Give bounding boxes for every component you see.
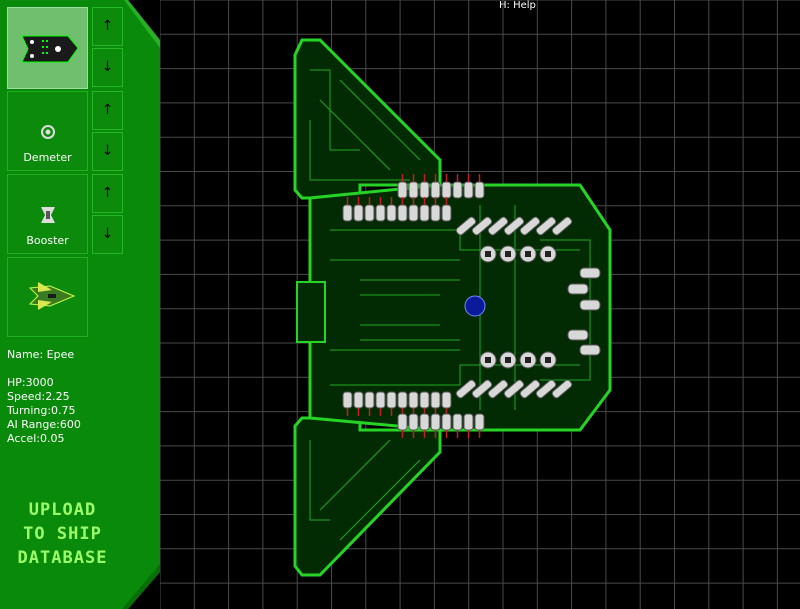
turret-icon (397, 204, 408, 222)
turret-icon (471, 216, 493, 236)
upload-line-3: DATABASE (17, 548, 108, 568)
part-slot-hull[interactable] (7, 7, 88, 89)
turret-icon (471, 379, 493, 399)
turret-icon (397, 413, 408, 431)
stat-turning: Turning:0.75 (7, 404, 76, 417)
turret-icon (519, 216, 541, 236)
turret-icon (408, 413, 419, 431)
stat-ai-range: AI Range:600 (7, 418, 81, 431)
upload-to-ship-database-button[interactable]: UPLOAD TO SHIP DATABASE (10, 498, 115, 570)
stat-accel: Accel:0.05 (7, 432, 65, 445)
turret-icon (408, 181, 419, 199)
turret-icon (487, 379, 509, 399)
turret-icon (441, 413, 452, 431)
cannon-icon (579, 267, 601, 279)
stat-hp: HP:3000 (7, 376, 54, 389)
stat-speed: Speed:2.25 (7, 390, 70, 403)
slot-2-up-button[interactable]: ↑ (92, 91, 123, 130)
turret-icon (342, 204, 353, 222)
part-slot-booster[interactable]: Booster (7, 174, 88, 254)
turret-icon (455, 216, 477, 236)
turret-icon (551, 379, 573, 399)
turret-icon (474, 181, 485, 199)
turret-icon (519, 379, 541, 399)
ship-hull-icon (21, 35, 79, 63)
turret-icon (441, 204, 452, 222)
help-hint: H: Help (499, 0, 536, 11)
turret-icon (430, 204, 441, 222)
turret-icon (419, 391, 430, 409)
turret-icon (375, 204, 386, 222)
turret-icon (430, 413, 441, 431)
slot-label: Booster (26, 234, 69, 247)
editor-sidebar: ↑ ↓ Demeter ↑ ↓ Booster ↑ ↓ Name: Epee H… (0, 0, 160, 609)
fighter-ship-icon (28, 282, 76, 310)
turret-icon (397, 391, 408, 409)
turret-icon (455, 379, 477, 399)
turret-icon (386, 391, 397, 409)
turret-icon (397, 181, 408, 199)
turret-icon (452, 413, 463, 431)
turret-icon (364, 204, 375, 222)
turret-icon (551, 216, 573, 236)
ship-editor-canvas[interactable] (160, 0, 800, 609)
turret-icon (430, 391, 441, 409)
upload-line-1: UPLOAD (28, 500, 97, 520)
cannon-icon (579, 344, 601, 356)
weapon-turrets (342, 174, 601, 438)
turret-icon (487, 216, 509, 236)
slot-3-up-button[interactable]: ↑ (92, 174, 123, 213)
turret-icon (441, 391, 452, 409)
turret-icon (353, 391, 364, 409)
slot-2-down-button[interactable]: ↓ (92, 132, 123, 171)
turret-icon (419, 413, 430, 431)
demeter-ring-icon (41, 125, 55, 139)
booster-icon (41, 207, 55, 223)
turret-icon (430, 181, 441, 199)
slot-1-up-button[interactable]: ↑ (92, 7, 123, 46)
cannon-icon (579, 299, 601, 311)
turret-icon (353, 204, 364, 222)
turret-icon (535, 379, 557, 399)
turret-icon (503, 379, 525, 399)
turret-icon (364, 391, 375, 409)
turret-icon (535, 216, 557, 236)
turret-icon (408, 204, 419, 222)
turret-icon (503, 216, 525, 236)
turret-icon (441, 181, 452, 199)
turret-icon (463, 181, 474, 199)
turret-icon (408, 391, 419, 409)
ship-hull (293, 38, 612, 577)
slot-1-down-button[interactable]: ↓ (92, 48, 123, 87)
slot-3-down-button[interactable]: ↓ (92, 215, 123, 254)
cannon-icon (567, 283, 589, 295)
cannon-icon (567, 329, 589, 341)
ship-stats: Name: Epee HP:3000 Speed:2.25 Turning:0.… (7, 348, 81, 446)
turret-icon (342, 391, 353, 409)
ship-preview-slot[interactable] (7, 257, 88, 337)
turret-icon (419, 181, 430, 199)
upload-line-2: TO SHIP (23, 524, 102, 544)
part-slot-demeter[interactable]: Demeter (7, 91, 88, 171)
turret-icon (375, 391, 386, 409)
turret-icon (419, 204, 430, 222)
turret-icon (463, 413, 474, 431)
slot-label: Demeter (23, 151, 72, 164)
turret-icon (452, 181, 463, 199)
turret-icon (386, 204, 397, 222)
ship-name: Name: Epee (7, 348, 75, 361)
turret-icon (474, 413, 485, 431)
